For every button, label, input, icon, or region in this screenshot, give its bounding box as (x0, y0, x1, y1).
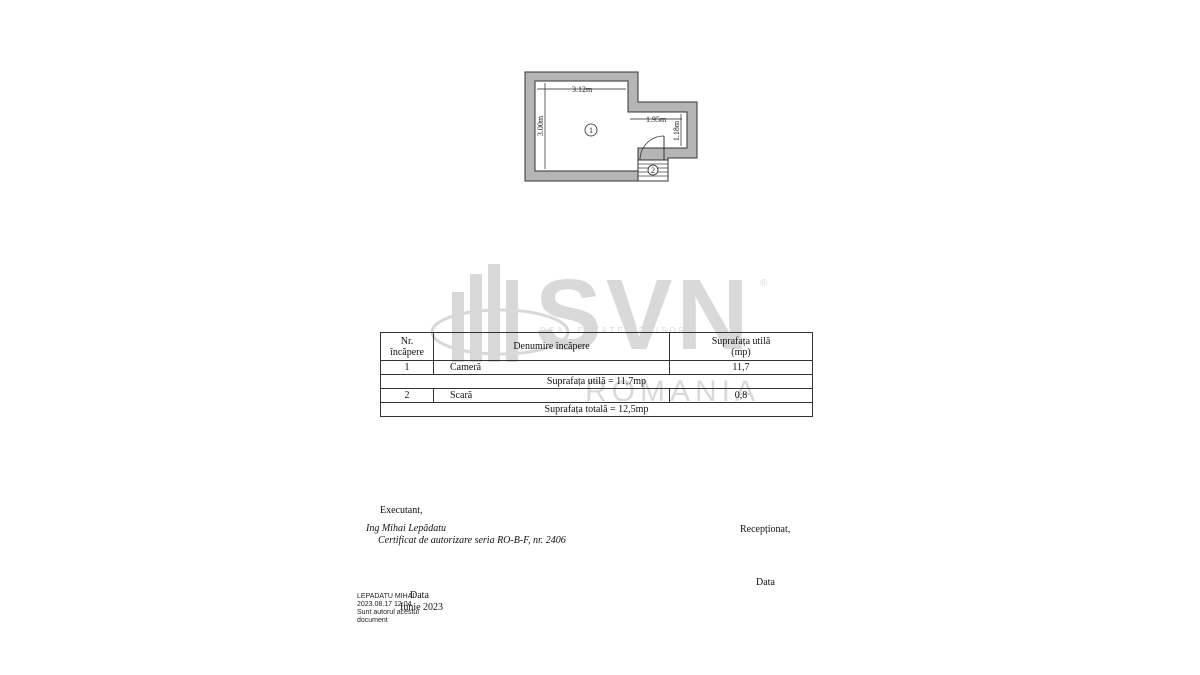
room-1-marker: 1 (589, 126, 593, 135)
table-subtotal-row: Suprafața utilă = 11,7mp (380, 374, 813, 389)
data-right-label: Data (756, 577, 775, 588)
table-row: 2 Scară 0,8 (380, 388, 813, 403)
rooms-table: Nr.încăpere Denumire încăpere Suprafața … (380, 332, 813, 417)
row-nr: 1 (380, 360, 434, 375)
row-suprafata: 0,8 (669, 388, 813, 403)
table-row: 1 Cameră 11,7 (380, 360, 813, 375)
header-suprafata: Suprafața utilă(mp) (669, 332, 813, 361)
room-1-marker-circle (584, 123, 598, 137)
stamp-line-3: Sunt autorul acestui (357, 609, 419, 616)
header-nr: Nr.încăpere (380, 332, 434, 361)
stamp-line-2: 2023.08.17 12:04 (357, 601, 412, 608)
room-2-marker-circle (647, 164, 659, 176)
dim-niche-height-label: 1.18m (672, 120, 681, 141)
date-value: Iunie 2023 (400, 602, 444, 613)
watermark-tagline: REAL ESTATE ADVISORS (540, 326, 696, 335)
watermark-registered: ® (760, 278, 768, 289)
dimension-lines (537, 83, 682, 169)
table-header-row: Nr.încăpere Denumire încăpere Suprafața … (380, 332, 813, 361)
room-2-marker: 2 (651, 166, 655, 175)
row-nr: 2 (380, 388, 434, 403)
floor-plan: 3.12m 3.00m 1.95m 1.18m 1 2 (524, 71, 698, 182)
room-1-floor (534, 80, 688, 172)
dim-width-label: 3.12m (572, 85, 593, 94)
door-swing (639, 135, 665, 161)
total-text: Suprafața totală = 12,5mp (380, 402, 813, 417)
row-denumire: Cameră (433, 360, 670, 375)
digital-signature-stamp: LEPADATU MIHAI 2023.08.17 12:04 Sunt aut… (357, 593, 419, 625)
receptionat-label: Recepționat, (740, 524, 791, 535)
subtotal-text: Suprafața utilă = 11,7mp (380, 374, 813, 389)
executant-label: Executant, (380, 505, 423, 516)
stamp-line-4: document (357, 617, 388, 624)
table-total-row: Suprafața totală = 12,5mp (380, 402, 813, 417)
row-suprafata: 11,7 (669, 360, 813, 375)
certificate-text: Certificat de autorizare seria RO-B-F, n… (378, 535, 566, 546)
dim-niche-width-label: 1.95m (646, 115, 667, 124)
data-left-label: Data (410, 590, 429, 601)
header-denumire: Denumire încăpere (433, 332, 670, 361)
engineer-name: Ing Mihai Lepădatu (366, 523, 446, 534)
dim-height-label: 3.00m (536, 115, 545, 136)
stamp-line-1: LEPADATU MIHAI (357, 593, 415, 600)
row-denumire: Scară (433, 388, 670, 403)
